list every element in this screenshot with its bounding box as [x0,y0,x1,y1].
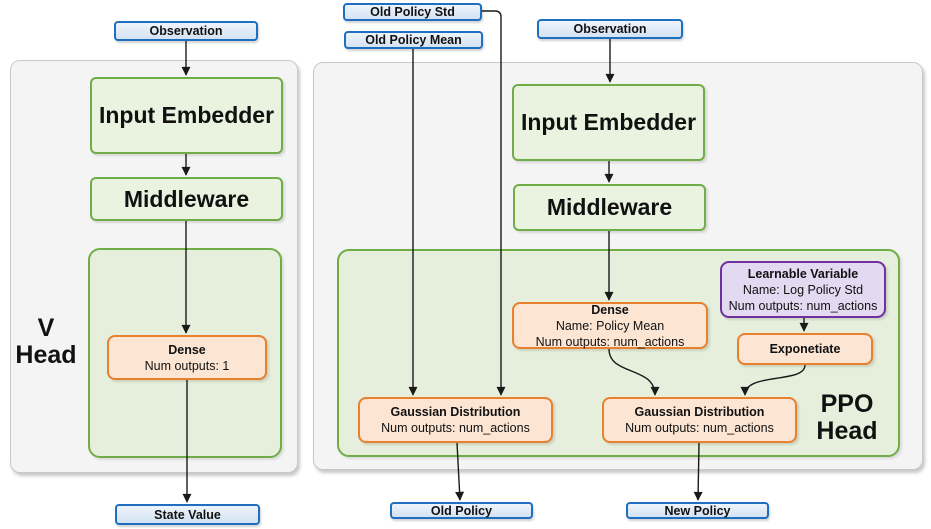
v-input-embedder-node: Input Embedder [90,77,283,154]
old-policy-std-label: Old Policy Std [370,5,455,19]
v-head-label: V Head [6,315,86,369]
learnable-variable-outputs: Num outputs: num_actions [728,298,878,313]
learnable-variable-node: Learnable Variable Name: Log Policy Std … [720,261,886,318]
ppo-dense-name: Name: Policy Mean [555,318,665,333]
gaussian-old-title: Gaussian Distribution [390,405,521,419]
ppo-head-label-line2: Head [816,417,878,445]
v-dense-title: Dense [168,342,206,357]
gaussian-distribution-new-node: Gaussian Distribution Num outputs: num_a… [602,397,797,443]
gaussian-old-outputs: Num outputs: num_actions [381,421,530,435]
exponetiate-label: Exponetiate [769,342,841,356]
ppo-input-embedder-label: Input Embedder [520,109,697,135]
exponetiate-node: Exponetiate [737,333,873,365]
v-dense-node: Dense Num outputs: 1 [107,335,267,380]
learnable-variable-title: Learnable Variable [747,266,859,281]
new-policy-node: New Policy [626,502,769,519]
state-value-label: State Value [154,507,221,522]
old-policy-label: Old Policy [430,503,493,518]
learnable-variable-name: Name: Log Policy Std [742,282,864,297]
ppo-observation-label: Observation [573,22,647,36]
v-observation-node: Observation [114,21,258,41]
ppo-middleware-label: Middleware [546,194,673,220]
old-policy-mean-node: Old Policy Mean [344,31,483,49]
ppo-dense-title: Dense [591,302,629,317]
v-dense-outputs: Num outputs: 1 [144,358,230,373]
old-policy-mean-label: Old Policy Mean [365,33,462,47]
v-head-label-line1: V [37,314,55,342]
state-value-node: State Value [115,504,260,525]
v-middleware-label: Middleware [123,185,250,212]
ppo-dense-node: Dense Name: Policy Mean Num outputs: num… [512,302,708,349]
ppo-head-label: PPO Head [797,391,897,445]
v-head-label-line2: Head [15,341,77,369]
gaussian-new-title: Gaussian Distribution [634,405,765,419]
v-observation-label: Observation [149,24,223,38]
gaussian-new-outputs: Num outputs: num_actions [625,421,774,435]
ppo-input-embedder-node: Input Embedder [512,84,705,161]
v-middleware-node: Middleware [90,177,283,221]
gaussian-distribution-old-node: Gaussian Distribution Num outputs: num_a… [358,397,553,443]
new-policy-label: New Policy [664,503,731,518]
v-input-embedder-label: Input Embedder [98,102,275,128]
old-policy-std-node: Old Policy Std [343,3,482,21]
ppo-head-label-line1: PPO [820,390,874,418]
old-policy-node: Old Policy [390,502,533,519]
ppo-observation-node: Observation [537,19,683,39]
ppo-dense-outputs: Num outputs: num_actions [535,334,685,349]
ppo-middleware-node: Middleware [513,184,706,231]
